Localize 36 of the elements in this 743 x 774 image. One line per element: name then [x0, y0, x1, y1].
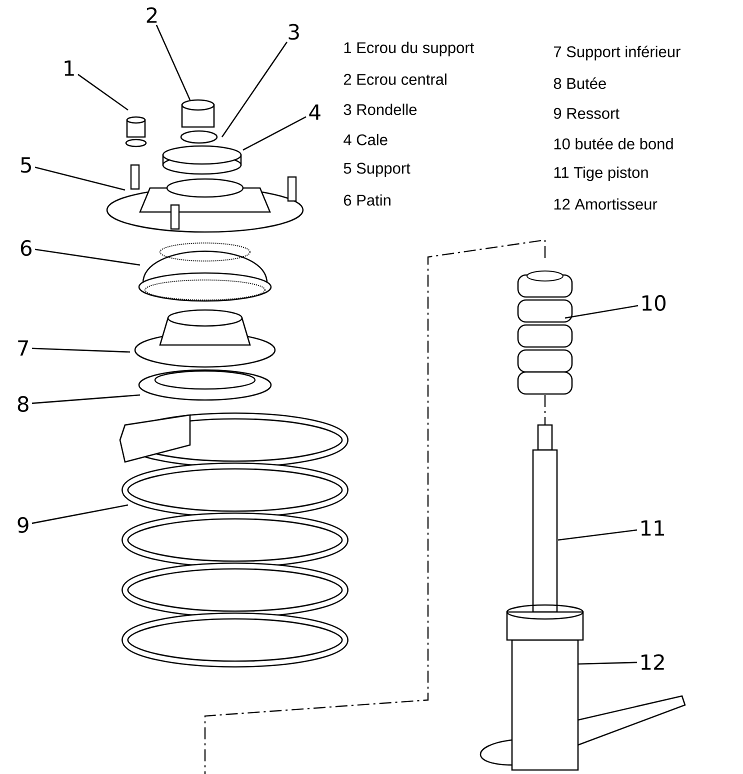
- legend-entry: 4 Cale: [344, 134, 388, 146]
- legend-entry: 9 Ressort: [554, 108, 620, 119]
- leader-line: [558, 529, 638, 541]
- legend-entry: 12 Amortisseur: [554, 198, 658, 210]
- callout-number: 4: [309, 104, 320, 120]
- callout-number: 6: [20, 240, 32, 256]
- legend-entry: 1 Ecrou du support: [344, 42, 474, 56]
- leader-line: [242, 116, 306, 151]
- callout-number: 2: [146, 7, 157, 23]
- legend-entry: 10 butée de bond: [554, 138, 673, 150]
- callout-number: 7: [18, 340, 28, 356]
- legend-entry: 8 Butée: [554, 77, 606, 89]
- legend-entry: 5 Support: [344, 162, 410, 177]
- leader-line: [156, 24, 191, 100]
- callout-number: 11: [642, 520, 664, 536]
- callout-number: 5: [21, 157, 31, 173]
- callout-number: 12: [642, 654, 664, 670]
- leader-line: [34, 166, 126, 191]
- legend-entry: 2 Ecrou central: [344, 74, 446, 85]
- callout-number: 9: [18, 517, 28, 533]
- leader-line: [34, 248, 140, 266]
- legend-entry: 6 Patin: [344, 194, 390, 206]
- legend-entry: 3 Rondelle: [344, 104, 417, 116]
- leader-line: [578, 662, 638, 665]
- callout-number: 1: [64, 60, 74, 76]
- legend-entry: 11 Tige piston: [554, 166, 648, 182]
- legend-entry: 7 Support inférieur: [554, 46, 680, 60]
- leader-line: [32, 394, 140, 404]
- callout-number: 10: [642, 295, 666, 311]
- leader-line: [32, 348, 130, 353]
- leader-line: [78, 74, 128, 111]
- leader-line: [564, 305, 638, 319]
- leader-line: [32, 504, 128, 524]
- callout-number: 8: [18, 396, 28, 412]
- callout-number: 3: [288, 24, 299, 40]
- leader-line: [221, 42, 288, 138]
